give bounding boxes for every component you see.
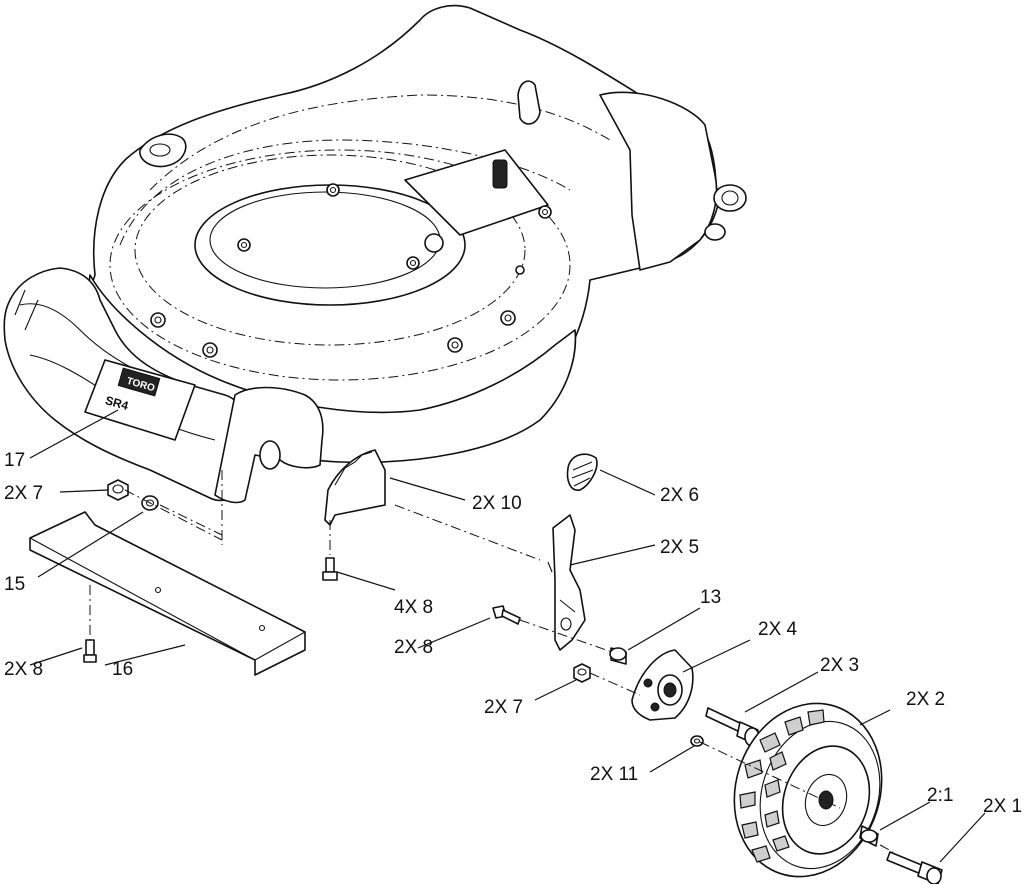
part-5-lever <box>547 514 586 651</box>
part-7-nut-left <box>107 479 129 501</box>
callout-2x-11: 2X 11 <box>590 764 639 785</box>
part-4-pivot-bracket <box>631 649 694 721</box>
callout-2-1: 2:1 <box>927 785 954 806</box>
callout-2x-7-left: 2X 7 <box>4 483 44 504</box>
callout-2x-5: 2X 5 <box>660 537 700 558</box>
part-8-bolt-left <box>83 639 97 663</box>
part-6-grip <box>566 453 598 491</box>
deck-bolts <box>150 183 552 358</box>
part-16-baffle <box>29 511 306 676</box>
part-10-height-plate <box>324 449 386 526</box>
part-8-bolt-center <box>322 557 338 581</box>
wheel-tread <box>739 709 825 863</box>
callout-2x-8-left: 2X 8 <box>4 659 44 680</box>
callout-2x-3: 2X 3 <box>820 655 860 676</box>
callout-2x-8-center: 2X 8 <box>394 637 434 658</box>
part-7-nut-right <box>573 663 591 683</box>
callout-4x-8: 4X 8 <box>394 597 434 618</box>
part-21-hub-spacer <box>859 825 879 847</box>
part-13-spacer <box>609 647 627 665</box>
part-3-axle-bolt <box>705 707 760 747</box>
part-2-wheel <box>733 702 883 878</box>
deck-badge-text: SR4 <box>104 393 131 413</box>
part-8-bolt-right <box>492 605 521 625</box>
callout-2x-10: 2X 10 <box>472 493 522 514</box>
callout-2x-6: 2X 6 <box>660 485 700 506</box>
mower-deck: TORO SR4 <box>3 4 747 504</box>
callout-16: 16 <box>112 659 134 680</box>
leader-lines <box>29 409 986 863</box>
callout-13: 13 <box>700 587 722 608</box>
assembly-centerlines <box>89 470 894 853</box>
callout-15: 15 <box>4 574 26 595</box>
part-1-wheel-bolt <box>886 851 943 884</box>
callout-2x-4: 2X 4 <box>758 619 798 640</box>
part-11-washer <box>690 735 704 747</box>
callout-2x-2: 2X 2 <box>906 689 946 710</box>
callout-17: 17 <box>4 450 26 471</box>
callout-2x-1: 2X 1 <box>983 796 1023 817</box>
callout-2x-7-right: 2X 7 <box>484 697 524 718</box>
